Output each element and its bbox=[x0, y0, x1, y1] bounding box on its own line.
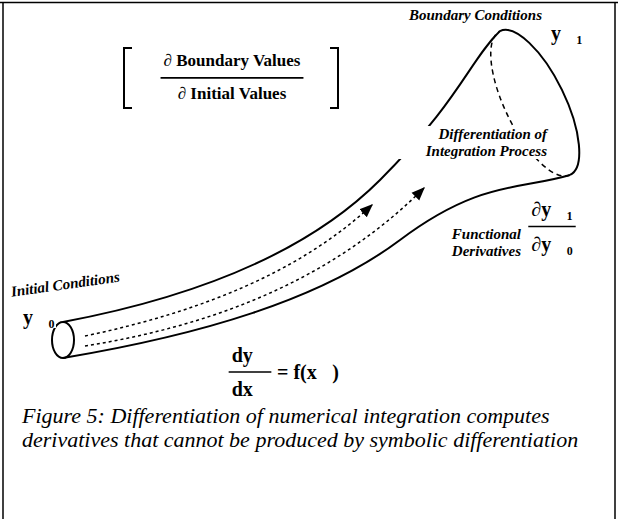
fraction-numerator: ∂ Boundary Values bbox=[163, 52, 302, 71]
bracket bbox=[124, 48, 132, 108]
vector-symbol: y⃗₁ bbox=[550, 22, 584, 44]
fraction-numerator: ∂y⃗₁ bbox=[530, 198, 573, 220]
fraction-numerator: dy⃗ bbox=[231, 344, 270, 366]
derivatives-label: Functional Derivatives bbox=[428, 226, 522, 259]
tube-outline bbox=[63, 31, 500, 322]
boundary-ellipse-back bbox=[473, 31, 570, 188]
fraction-bar bbox=[229, 371, 272, 373]
figure-caption: Figure 5: Differentiation of numerical i… bbox=[22, 404, 597, 452]
tube-outline bbox=[63, 175, 570, 358]
bracket bbox=[330, 48, 338, 108]
vector-symbol: y⃗₀ bbox=[22, 306, 56, 328]
process-label: Differentiation of Integration Process bbox=[398, 126, 548, 159]
frame-line bbox=[614, 2, 616, 519]
flow-arrow bbox=[85, 205, 372, 336]
boundary-label: Boundary Conditions bbox=[408, 7, 543, 24]
flow-arrow bbox=[85, 188, 424, 346]
frame-line bbox=[0, 2, 618, 4]
fraction-denominator: ∂y⃗₀ bbox=[530, 233, 573, 255]
equation-label: = f(x⃗) bbox=[276, 361, 340, 383]
fraction-bar bbox=[161, 77, 304, 79]
fraction-bar bbox=[528, 226, 575, 228]
frame-line bbox=[2, 2, 4, 519]
fraction-denominator: ∂ Initial Values bbox=[177, 85, 288, 104]
initial-label: Initial Conditions bbox=[9, 269, 122, 301]
fraction-denominator: dx⃗ bbox=[231, 378, 270, 400]
